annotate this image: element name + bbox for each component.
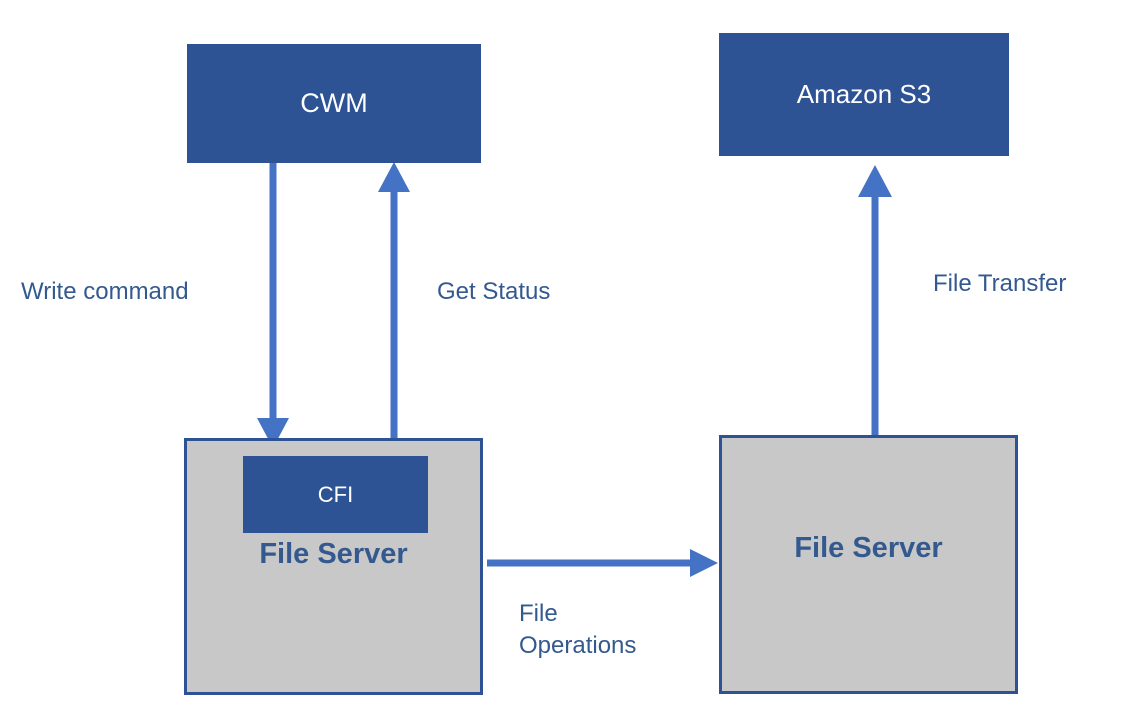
node-cfi-label: CFI bbox=[317, 481, 354, 507]
arrow-write-command bbox=[257, 163, 289, 448]
edge-label-file-transfer: File Transfer bbox=[933, 270, 1067, 297]
arrow-get-status bbox=[378, 162, 410, 447]
node-amazon-s3[interactable]: Amazon S3 bbox=[719, 33, 1009, 156]
edge-label-file-operations: File Operations bbox=[519, 600, 637, 659]
arrow-file-transfer bbox=[858, 165, 892, 443]
node-amazon-s3-label: Amazon S3 bbox=[796, 79, 932, 109]
node-cfi[interactable]: CFI bbox=[243, 456, 428, 533]
node-file-server-left-label: File Server bbox=[259, 538, 408, 570]
node-file-server-right[interactable] bbox=[719, 435, 1018, 694]
node-cwm[interactable]: CWM bbox=[187, 44, 481, 163]
edge-label-write-command: Write command bbox=[21, 278, 189, 305]
edge-label-get-status: Get Status bbox=[437, 278, 551, 305]
node-file-server-right-label: File Server bbox=[794, 532, 943, 564]
node-cwm-label: CWM bbox=[300, 88, 368, 118]
arrow-file-operations bbox=[487, 549, 718, 577]
